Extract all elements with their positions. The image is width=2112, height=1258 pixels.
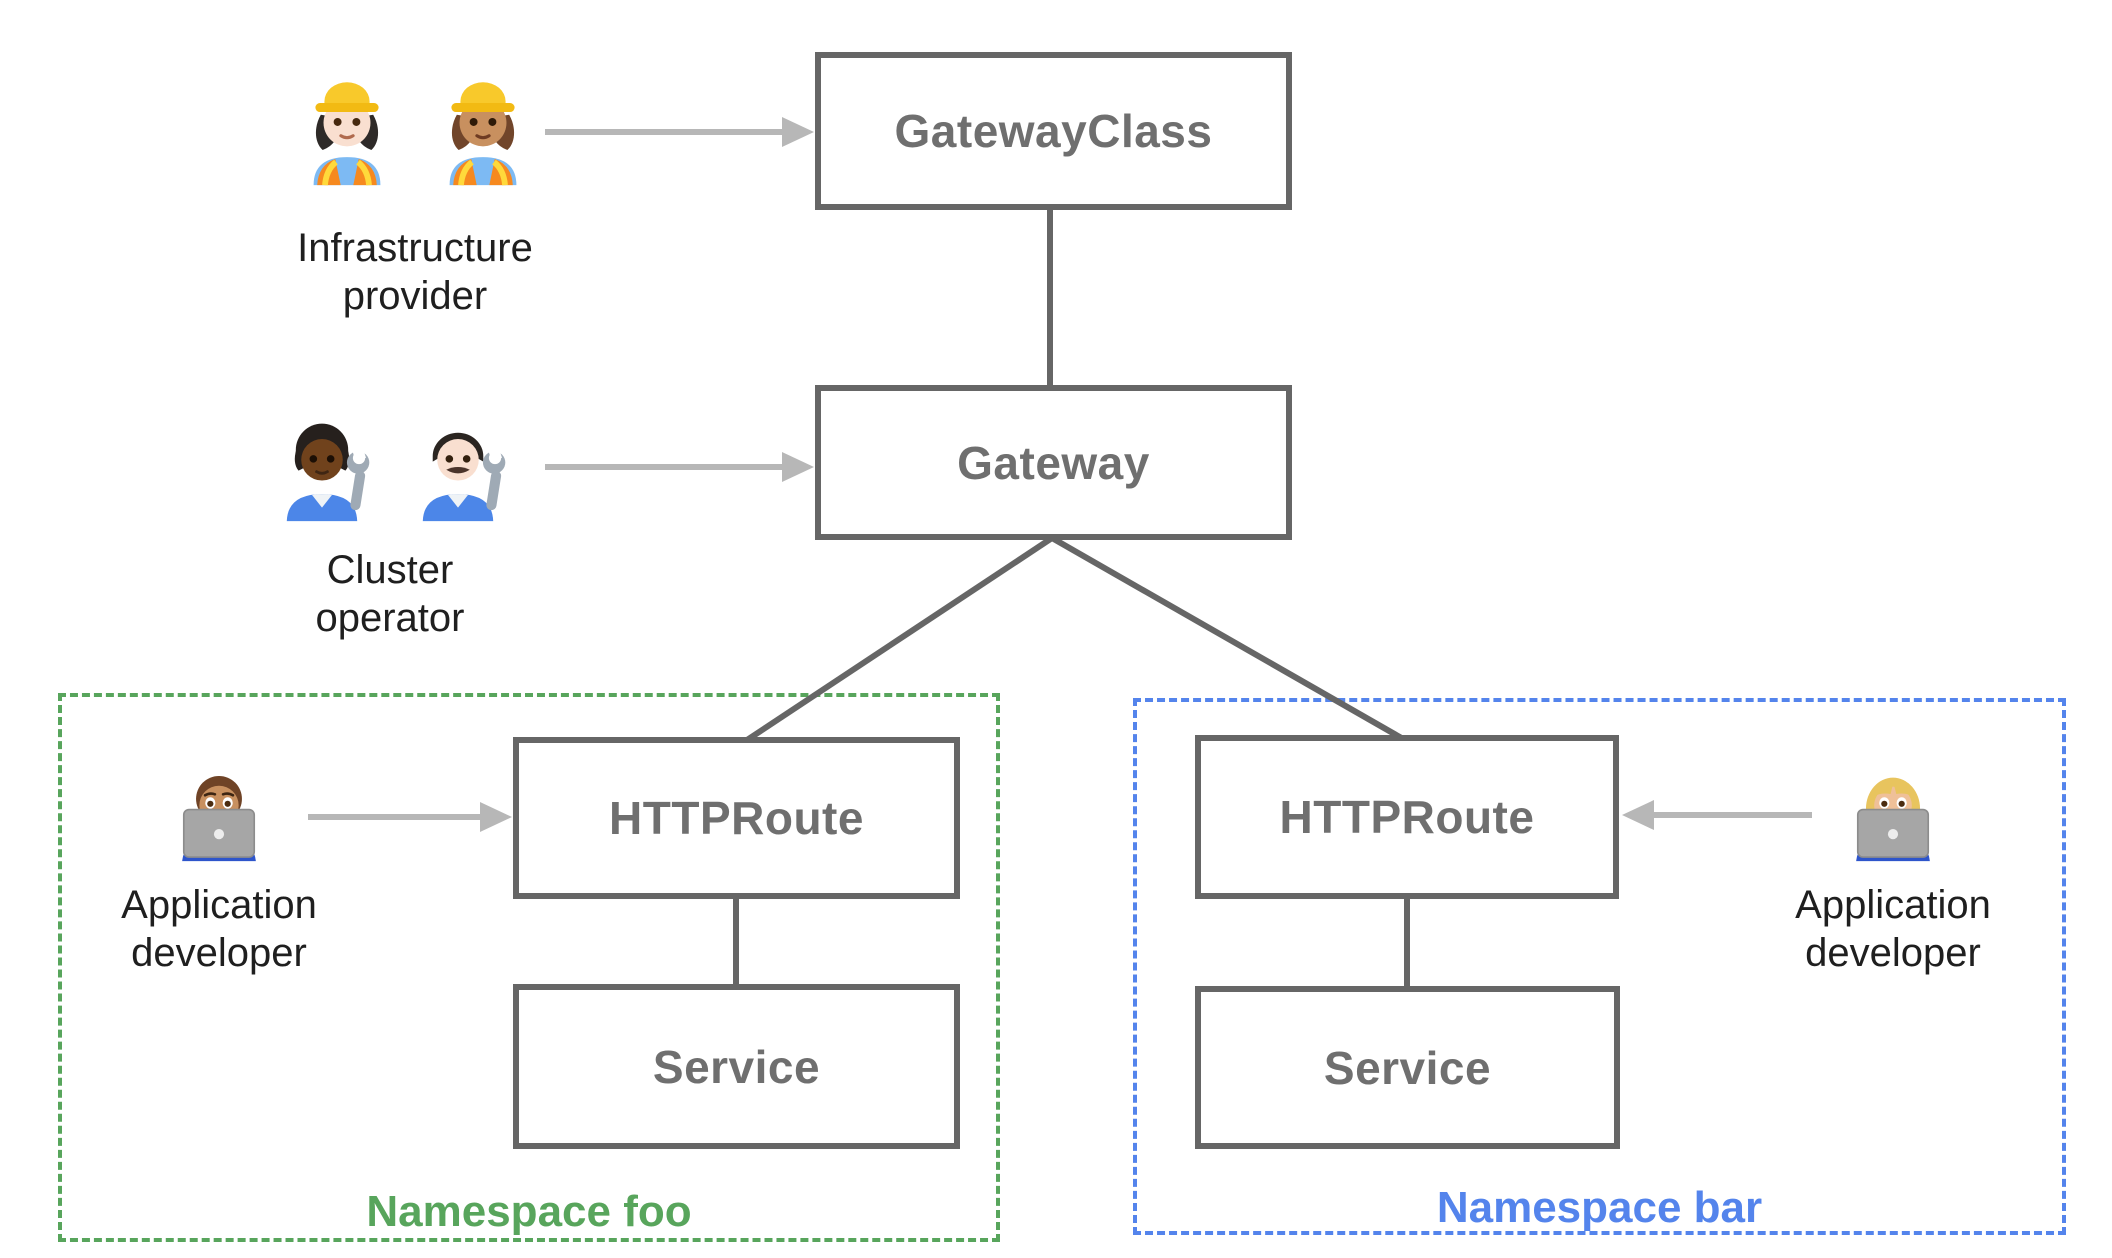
application-developer-bar-label-line2: developer (1805, 931, 1981, 975)
persona-application-developer-foo: Application developer (49, 753, 389, 977)
infrastructure-provider-label-line1: Infrastructure (297, 226, 533, 270)
namespace-bar-boundary (1133, 698, 2066, 1235)
httproute-foo-node: HTTPRoute (513, 737, 960, 899)
arrow-developer-to-httproute-foo (308, 802, 512, 832)
cluster-operator-icons (257, 402, 523, 532)
woman-technologist-blonde-icon (1856, 777, 1930, 862)
infrastructure-provider-label-line2: provider (342, 274, 488, 318)
arrow-cluster-operator-to-gateway (545, 452, 814, 482)
arrow-infrastructure-provider-to-gatewayclass (545, 117, 814, 147)
httproute-bar-node-label: HTTPRoute (1279, 791, 1535, 843)
infrastructure-provider-icons (282, 66, 548, 196)
wrench-icon (346, 447, 370, 511)
application-developer-foo-icons (160, 753, 278, 871)
apple-logo-icon (1887, 829, 1899, 840)
wrench-icon (482, 447, 506, 511)
persona-cluster-operator: Cluster operator (190, 402, 590, 642)
namespace-foo-label: Namespace foo (366, 1187, 692, 1236)
application-developer-bar-icons (1834, 753, 1952, 871)
edge-gateway-to-httproute-foo (742, 535, 1054, 745)
application-developer-foo-label-line2: developer (131, 931, 307, 975)
gateway-node: Gateway (815, 385, 1292, 540)
service-bar-node: Service (1195, 986, 1620, 1149)
edge-gateway-to-httproute-bar (1050, 535, 1407, 743)
gatewayclass-node-label: GatewayClass (894, 105, 1213, 157)
application-developer-foo-label-line1: Application (121, 883, 317, 927)
woman-construction-worker-medium-icon (449, 82, 517, 186)
service-foo-node-label: Service (652, 1040, 821, 1093)
httproute-foo-node-label: HTTPRoute (609, 792, 864, 844)
arrow-developer-to-httproute-bar (1622, 800, 1812, 830)
namespace-foo-boundary (58, 693, 1000, 1242)
cluster-operator-label-line2: operator (315, 596, 465, 640)
person-mechanic-dark-icon (286, 423, 370, 522)
man-technologist-medium-icon (182, 775, 256, 862)
man-mechanic-light-icon (422, 432, 506, 522)
application-developer-bar-label-line1: Application (1795, 883, 1991, 927)
cluster-operator-label-line1: Cluster (326, 548, 454, 592)
persona-infrastructure-provider: Infrastructure provider (215, 66, 615, 320)
persona-application-developer-bar: Application developer (1723, 753, 2063, 977)
httproute-bar-node: HTTPRoute (1195, 735, 1619, 899)
apple-logo-icon (213, 829, 225, 840)
gatewayclass-node: GatewayClass (815, 52, 1292, 210)
gateway-node-label: Gateway (957, 436, 1150, 489)
service-foo-node: Service (513, 984, 960, 1149)
woman-construction-worker-light-icon (313, 82, 381, 186)
namespace-bar-label: Namespace bar (1436, 1183, 1763, 1232)
service-bar-node-label: Service (1323, 1041, 1492, 1094)
